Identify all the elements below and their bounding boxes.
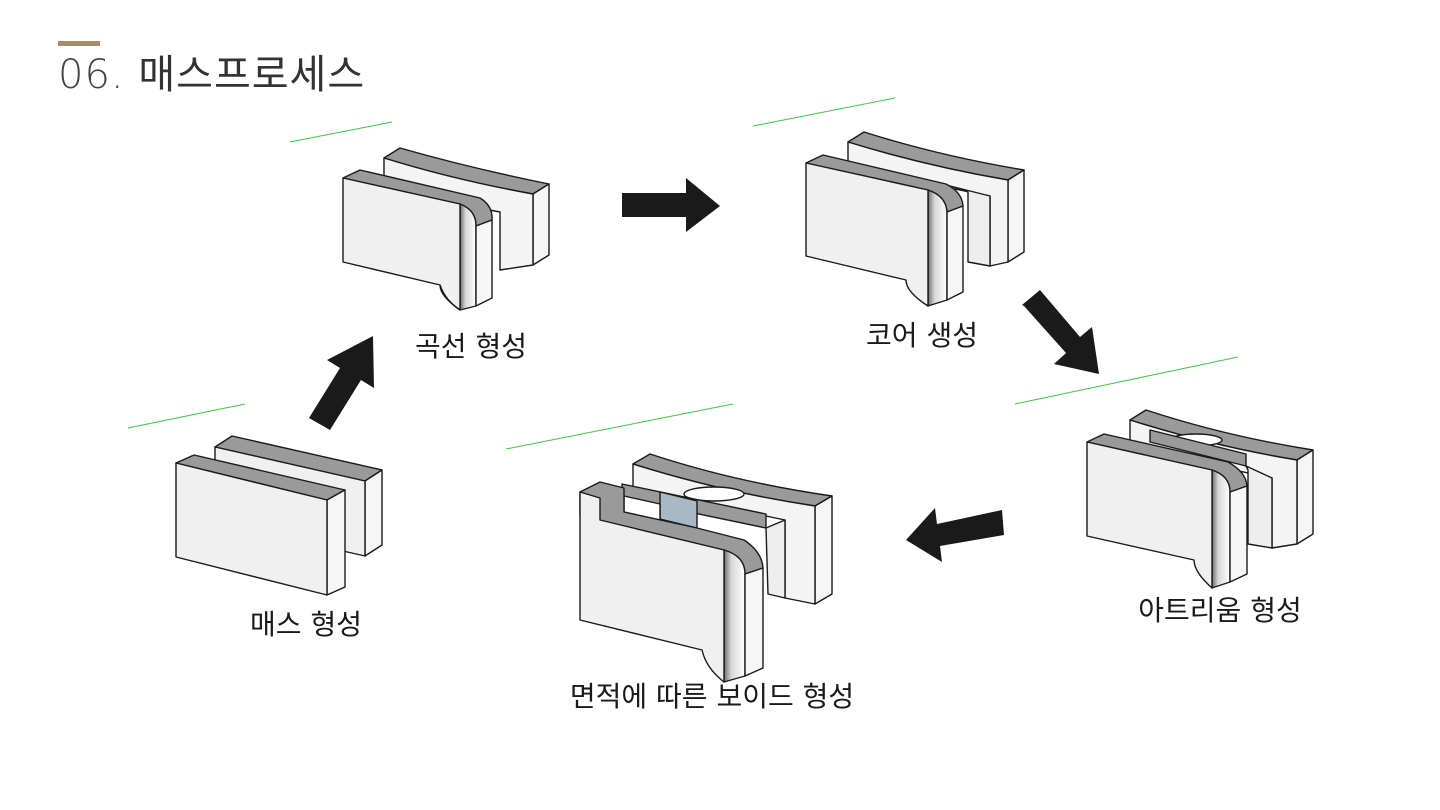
step-label-atrium: 아트리움 형성 <box>1138 594 1302 627</box>
title-text: 매스프로세스 <box>138 52 366 98</box>
arrow-mass-to-curve <box>309 336 374 430</box>
guide-lines <box>127 97 1239 450</box>
guide-line-core <box>752 97 896 127</box>
mass-model-2 <box>342 147 550 311</box>
step-label-curve: 곡선 형성 <box>415 330 527 363</box>
guide-line-curve <box>289 121 393 143</box>
title-accent-bar <box>58 41 100 46</box>
mass-model-4 <box>1086 409 1314 589</box>
mass-model-1 <box>175 435 383 596</box>
mass-model-5 <box>579 453 833 683</box>
step-label-mass: 매스 형성 <box>250 608 362 641</box>
arrow-curve-to-core <box>622 178 720 232</box>
mass-model-3 <box>805 131 1025 307</box>
guide-line-mass <box>127 403 246 429</box>
guide-line-atrium <box>1014 356 1239 405</box>
step-label-void: 면적에 따른 보이드 형성 <box>569 680 855 713</box>
guide-line-void <box>505 403 734 450</box>
arrow-atrium-to-void <box>906 508 1004 562</box>
step-label-core: 코어 생성 <box>866 319 978 352</box>
arrow-core-to-atrium <box>1022 290 1099 374</box>
title-number: 06. <box>58 52 125 98</box>
page-title: 06. 매스프로세스 <box>58 50 365 100</box>
